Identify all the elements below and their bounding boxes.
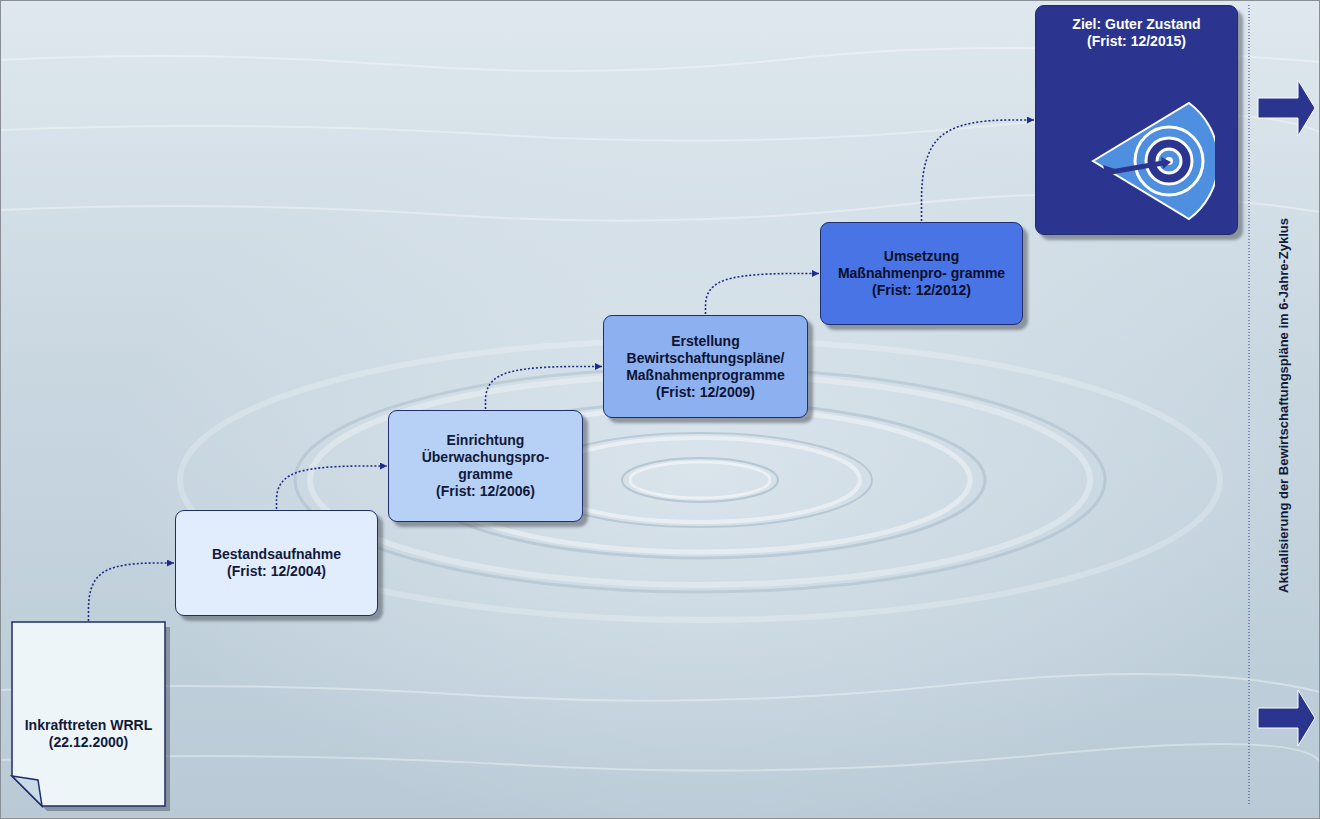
node-heading: Erstellung Bewirtschaftungspläne/ Maßnah… [614, 333, 797, 384]
dotted-divider [1249, 5, 1250, 806]
block-arrow [1258, 690, 1315, 746]
document-shape [12, 622, 165, 806]
process-box: Erstellung Bewirtschaftungspläne/ Maßnah… [603, 315, 808, 418]
process-box: Einrichtung Überwachungspro- gramme(Fris… [388, 410, 583, 522]
node-content: Einrichtung Überwachungspro- gramme(Fris… [399, 432, 572, 500]
dotted-arrow [277, 466, 388, 509]
node-content: Bestandsaufnahme(Frist: 12/2004) [186, 546, 367, 580]
process-box: Umsetzung Maßnahmenpro- gramme(Frist: 12… [820, 222, 1023, 325]
node-content: Umsetzung Maßnahmenpro- gramme(Frist: 12… [831, 248, 1012, 299]
node-heading: Inkrafttreten WRRL (22.12.2000) [20, 717, 157, 751]
cycle-label: Aktualisierung der Bewirtschaftungspläne… [1276, 218, 1291, 593]
node-heading: Umsetzung Maßnahmenpro- gramme [831, 248, 1012, 282]
node-heading: Ziel: Guter Zustand [1046, 16, 1227, 33]
node-content: Inkrafttreten WRRL (22.12.2000) [20, 717, 157, 751]
process-box: Bestandsaufnahme(Frist: 12/2004) [175, 510, 378, 616]
dotted-arrow [89, 563, 175, 621]
node-content: Erstellung Bewirtschaftungspläne/ Maßnah… [614, 333, 797, 401]
goal-box: Ziel: Guter Zustand(Frist: 12/2015) [1035, 5, 1238, 235]
block-arrow [1258, 80, 1315, 136]
deadline-text: (Frist: 12/2012) [831, 282, 1012, 299]
folded-corner [12, 776, 42, 806]
node-heading: Bestandsaufnahme [186, 546, 367, 563]
document-outline [12, 622, 165, 806]
dotted-arrow [486, 367, 603, 410]
node-heading: Einrichtung Überwachungspro- gramme [399, 432, 572, 483]
node-content: Ziel: Guter Zustand(Frist: 12/2015) [1046, 16, 1227, 50]
deadline-text: (Frist: 12/2015) [1046, 33, 1227, 50]
document-node: Inkrafttreten WRRL (22.12.2000) [12, 622, 165, 806]
deadline-text: (Frist: 12/2006) [399, 483, 572, 500]
deadline-text: (Frist: 12/2009) [614, 384, 797, 401]
dotted-arrow [706, 274, 820, 315]
dotted-arrow [922, 120, 1035, 221]
deadline-text: (Frist: 12/2004) [186, 563, 367, 580]
